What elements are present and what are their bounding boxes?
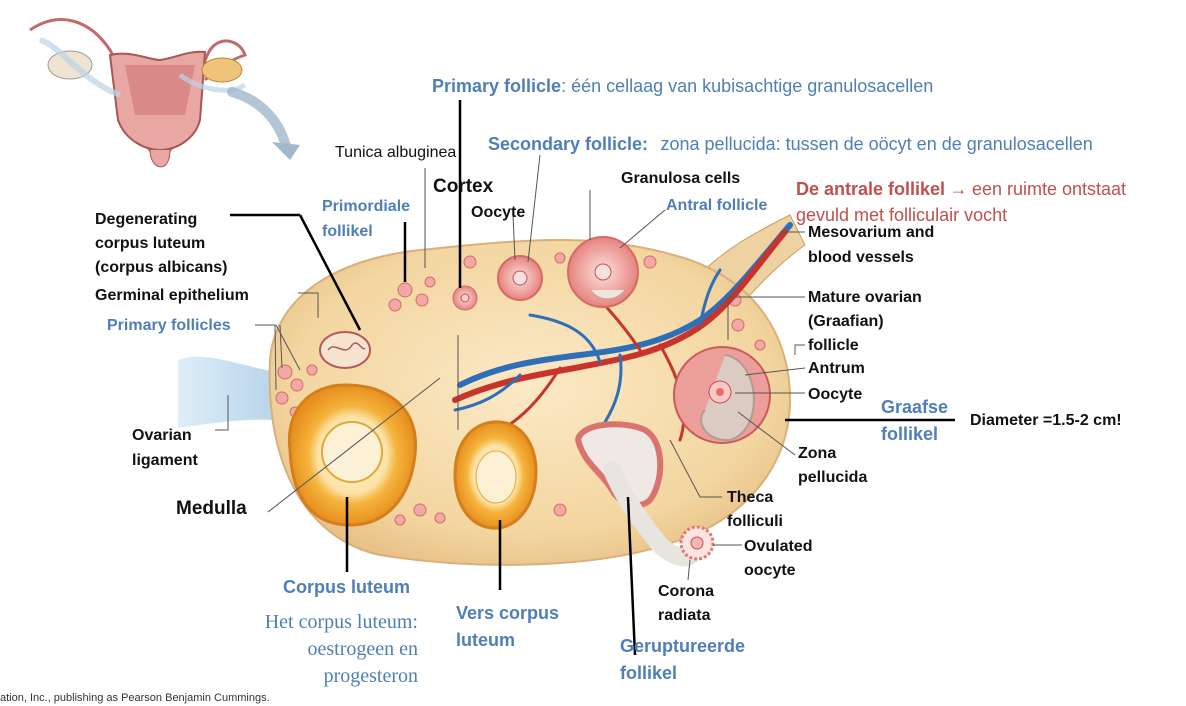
label-antrum: Antrum [808,360,865,377]
label-primary-follicles: Primary follicles [107,317,231,334]
label-degenerating-1: Degenerating [95,211,198,228]
uterus-inset-illustration [29,18,300,168]
label-mature-2: (Graafian) [808,313,884,330]
note-corpus-luteum-2: oestrogeen en [307,638,418,660]
label-germinal-epithelium: Germinal epithelium [95,287,249,304]
label-zona-1: Zona [798,445,837,462]
antral-annotation-desc: een ruimte ontstaat [971,179,1127,199]
label-graafse-1: Graafse [881,397,949,417]
primary-follicle-desc: : één cellaag van kubisachtige granulosa… [561,76,934,96]
label-geruptureerde-1: Geruptureerde [620,636,746,656]
label-tunica-albuginea: Tunica albuginea [335,144,457,161]
diameter-note: Diameter =1.5-2 cm! [970,412,1122,429]
label-degenerating-3: (corpus albicans) [95,259,228,276]
label-ovulated-1: Ovulated [744,538,813,555]
note-corpus-luteum-1: Het corpus luteum: [264,611,418,633]
antral-annotation-line1: De antrale follikel → een ruimte ontstaa… [796,178,1126,201]
label-vers-corpus-2: luteum [456,630,516,650]
label-primordiale-2: follikel [322,223,373,240]
label-primordiale-1: Primordiale [322,198,411,215]
label-ovarian-ligament-2: ligament [132,452,198,469]
label-granulosa-cells: Granulosa cells [621,170,741,187]
arrow-right-icon: → [949,179,968,199]
primary-follicle-annotation: Primary follicle: één cellaag van kubisa… [432,75,933,98]
label-corona-1: Corona [658,583,714,600]
primary-follicle-title: Primary follicle [432,76,562,96]
label-oocyte-top: Oocyte [471,204,526,221]
antral-annotation-line2: gevuld met folliculair vocht [796,205,1008,225]
label-theca-2: folliculi [727,513,783,530]
label-vers-corpus-1: Vers corpus [456,603,560,623]
label-mature-3: follicle [808,337,859,354]
label-ovarian-ligament-1: Ovarian [132,427,192,444]
label-corona-2: radiata [658,607,711,624]
label-medulla: Medulla [176,498,247,519]
label-theca-1: Theca [727,489,774,506]
label-mesovarium-1: Mesovarium and [808,224,935,241]
secondary-follicle-desc: zona pellucida: tussen de oöcyt en de gr… [660,134,1093,154]
note-corpus-luteum-3: progesteron [323,665,418,687]
label-graafse-2: follikel [881,424,939,444]
label-antral-follicle: Antral follicle [666,197,768,214]
leader-lines [230,100,955,656]
secondary-follicle-title: Secondary follicle: [488,134,649,154]
copyright-text: ation, Inc., publishing as Pearson Benja… [0,692,270,704]
label-geruptureerde-2: follikel [620,663,678,683]
label-zona-2: pellucida [798,469,868,486]
label-ovulated-2: oocyte [744,562,796,579]
secondary-follicle-annotation: Secondary follicle: zona pellucida: tuss… [488,133,1093,156]
label-cortex: Cortex [433,176,494,197]
label-mesovarium-2: blood vessels [808,249,914,266]
label-degenerating-2: corpus luteum [95,235,206,252]
label-mature-1: Mature ovarian [808,289,922,306]
antral-annotation-title: De antrale follikel [796,179,946,199]
label-oocyte-right: Oocyte [808,386,863,403]
label-corpus-luteum: Corpus luteum [283,577,411,597]
small-follicles [275,252,766,526]
ovarian-ligament-shape [178,356,275,428]
thin-leader-lines [215,154,806,581]
